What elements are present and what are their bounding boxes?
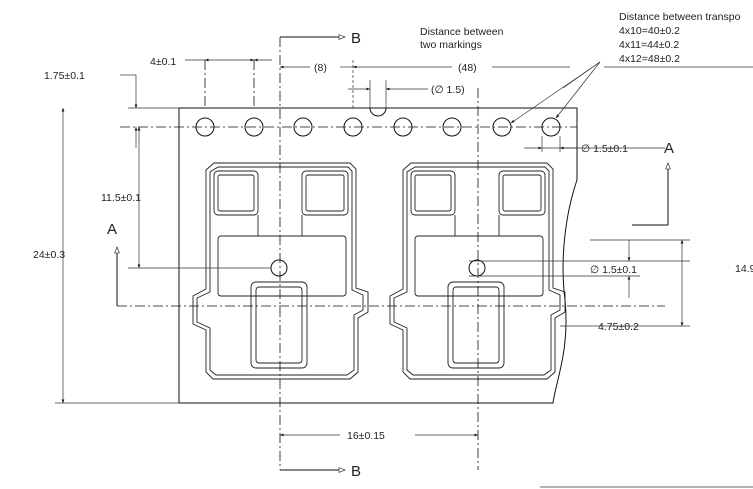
dim-phi-ref [348,80,428,117]
markings-distance-line1: Distance between [420,26,504,38]
section-a-right-label: A [664,140,674,157]
dim-48-label: (48) [458,62,477,74]
dim-4-75 [560,239,690,327]
dim-14-9-label: 14.9 [735,263,753,275]
dim-16-label: 16±0.15 [347,430,385,442]
section-a-line [114,162,671,307]
dim-11-5-label: 11.5±0.1 [101,192,141,204]
section-a-left-label: A [107,221,117,238]
dim-pocket-hole-label: ∅ 1.5±0.1 [590,264,637,276]
dim-phi-ref-label: (∅ 1.5) [431,84,465,96]
dim-edge-label: 1.75±0.1 [44,70,85,82]
dim-pocket-hole [469,240,690,298]
dim-24 [55,108,179,404]
pocket-left [192,162,369,380]
transport-leaders [510,61,601,124]
markings-distance-line2: two markings [420,39,482,51]
dim-24-label: 24±0.3 [33,249,65,261]
section-b-bottom-label: B [351,463,361,480]
dim-hole-label: ∅ 1.5±0.1 [581,143,628,155]
pocket-right [389,162,566,380]
section-b-line [279,34,346,473]
section-b-top-label: B [351,30,361,47]
transport-distance-title: Distance between transpo [619,11,741,23]
dim-edge [120,74,179,148]
dim-4-75-label: 4.75±0.2 [598,321,639,333]
transport-4x11: 4x11=44±0.2 [619,39,679,51]
dim-11-5 [128,127,271,269]
transport-4x10: 4x10=40±0.2 [619,25,680,37]
transport-4x12: 4x12=48±0.2 [619,53,680,65]
dim-8-label: (8) [314,62,327,74]
tape-outline [178,107,578,404]
dim-pitch-label: 4±0.1 [150,56,176,68]
dim-hole [524,136,665,152]
